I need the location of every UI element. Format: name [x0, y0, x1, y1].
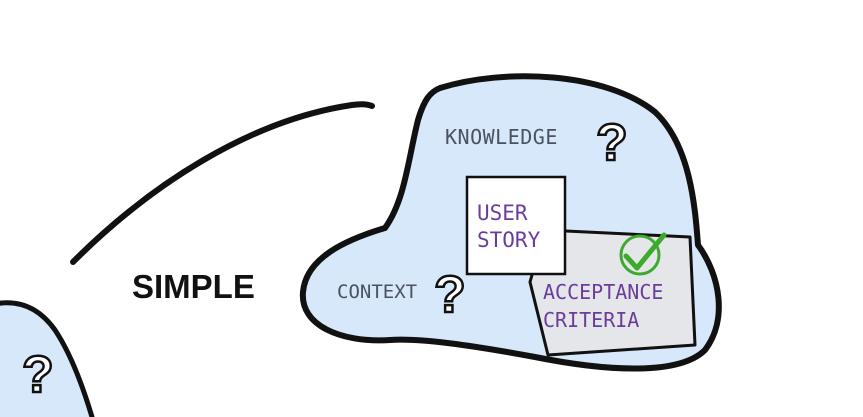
connector-curve — [70, 101, 375, 265]
knowledge-question-mark: ? — [596, 114, 628, 172]
partial-blob-question-mark: ? — [22, 346, 54, 404]
user-story-card: USER STORY — [465, 175, 567, 276]
partial-blob-left: ? — [0, 300, 95, 417]
context-label: CONTEXT — [337, 281, 417, 303]
knowledge-label: KNOWLEDGE — [445, 125, 558, 149]
context-question-mark: ? — [434, 266, 466, 324]
acceptance-criteria-card: ACCEPTANCE CRITERIA — [528, 228, 697, 357]
user-story-line-1: USER — [477, 201, 528, 225]
acceptance-criteria-line-1: ACCEPTANCE — [543, 280, 663, 304]
user-story-line-2: STORY — [477, 228, 541, 252]
acceptance-criteria-line-2: CRITERIA — [543, 308, 639, 332]
check-circle-icon — [619, 232, 667, 276]
simple-label: SIMPLE — [132, 268, 255, 305]
